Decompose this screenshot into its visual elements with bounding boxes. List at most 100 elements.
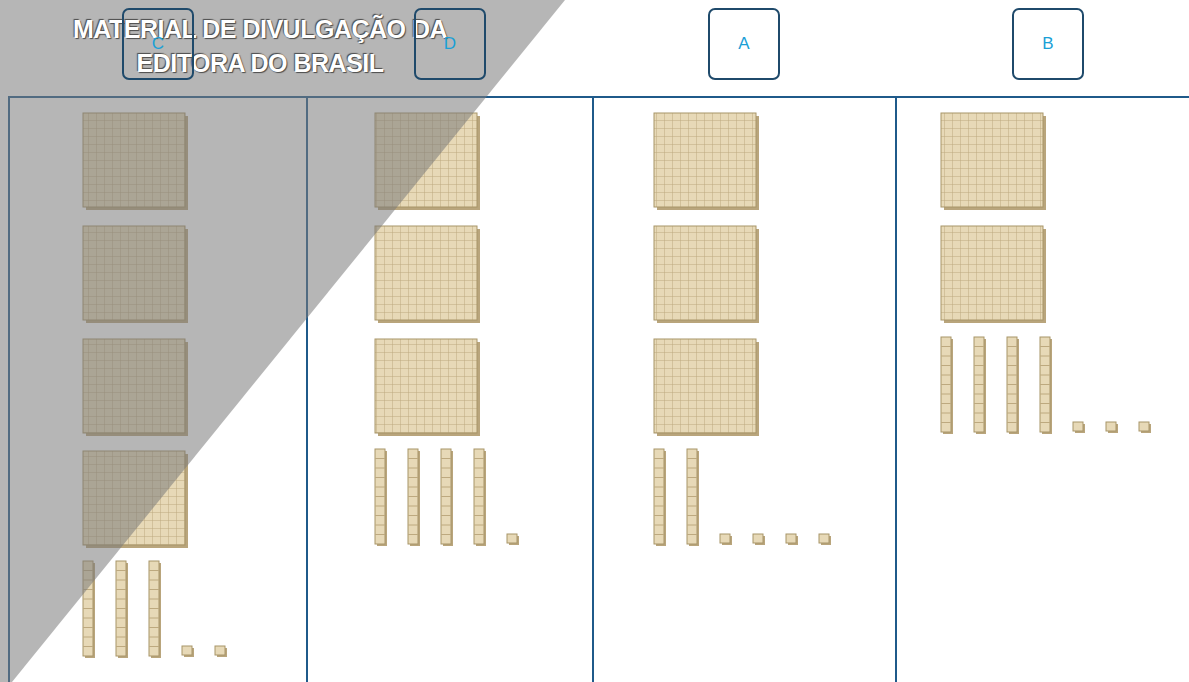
rod-grid: [654, 525, 664, 526]
rod-grid: [654, 468, 664, 469]
rod-grid: [474, 515, 484, 516]
rod-grid: [474, 477, 484, 478]
column-rule: [592, 97, 594, 682]
rod-grid: [654, 487, 664, 488]
rod-grid: [687, 534, 697, 535]
rod-grid: [1040, 403, 1050, 404]
rod-grid: [408, 534, 418, 535]
ten-rod: [408, 449, 420, 546]
rod-grid: [441, 496, 451, 497]
cube-face: [1106, 422, 1116, 431]
rod-grid: [474, 487, 484, 488]
ten-rod: [687, 449, 699, 546]
ten-rod: [375, 449, 387, 546]
column-rule: [895, 97, 897, 682]
rod-grid: [83, 637, 93, 638]
rod-grid: [474, 525, 484, 526]
rod-face: [408, 449, 418, 544]
rod-grid: [654, 458, 664, 459]
unit-cube: [215, 646, 227, 657]
rod-grid: [83, 589, 93, 590]
rod-grid: [149, 646, 159, 647]
rod-grid: [974, 394, 984, 395]
rod-grid: [941, 403, 951, 404]
rod-grid: [149, 627, 159, 628]
rod-grid: [1007, 422, 1017, 423]
hundred-flat: [941, 113, 1046, 210]
rod-grid: [116, 589, 126, 590]
rod-grid: [408, 458, 418, 459]
rod-face: [1040, 337, 1050, 432]
letter-box: D: [414, 8, 486, 80]
rod-grid: [687, 468, 697, 469]
rod-grid: [375, 534, 385, 535]
rod-grid: [474, 534, 484, 535]
flat-face: [654, 226, 756, 320]
rod-face: [83, 561, 93, 656]
unit-cube: [1073, 422, 1085, 433]
rod-grid: [941, 346, 951, 347]
cube-face: [215, 646, 225, 655]
rod-grid: [974, 365, 984, 366]
flat-face: [941, 113, 1043, 207]
rod-grid: [116, 637, 126, 638]
rod-grid: [687, 525, 697, 526]
flat-face: [654, 339, 756, 433]
rod-grid: [83, 608, 93, 609]
rod-grid: [149, 589, 159, 590]
rod-grid: [149, 618, 159, 619]
rod-grid: [654, 515, 664, 516]
rod-grid: [116, 580, 126, 581]
rod-grid: [375, 468, 385, 469]
rod-grid: [1007, 365, 1017, 366]
rod-grid: [441, 506, 451, 507]
unit-cube: [1139, 422, 1151, 433]
rod-grid: [408, 496, 418, 497]
rod-grid: [83, 646, 93, 647]
rod-grid: [375, 525, 385, 526]
rod-face: [474, 449, 484, 544]
rod-grid: [1007, 394, 1017, 395]
rod-face: [116, 561, 126, 656]
rod-face: [375, 449, 385, 544]
hundred-flat: [375, 339, 480, 436]
hundred-flat: [83, 339, 188, 436]
rod-grid: [687, 506, 697, 507]
rod-face: [941, 337, 951, 432]
unit-cube: [507, 534, 519, 545]
letter-box: B: [1012, 8, 1084, 80]
header-rule: [8, 96, 1189, 98]
rod-grid: [408, 468, 418, 469]
hundred-flat: [654, 226, 759, 323]
rod-grid: [941, 365, 951, 366]
rod-grid: [408, 487, 418, 488]
rod-grid: [474, 458, 484, 459]
rod-grid: [1040, 356, 1050, 357]
unit-cube: [786, 534, 798, 545]
rod-grid: [116, 599, 126, 600]
rod-grid: [116, 646, 126, 647]
rod-grid: [1007, 346, 1017, 347]
rod-grid: [1007, 384, 1017, 385]
rod-grid: [441, 477, 451, 478]
rod-grid: [1040, 384, 1050, 385]
rod-grid: [408, 515, 418, 516]
rod-face: [149, 561, 159, 656]
rod-grid: [974, 403, 984, 404]
unit-cube: [720, 534, 732, 545]
column-rule: [8, 97, 10, 682]
rod-grid: [83, 618, 93, 619]
rod-grid: [441, 458, 451, 459]
rod-grid: [654, 534, 664, 535]
rod-grid: [941, 413, 951, 414]
unit-cube: [819, 534, 831, 545]
rod-grid: [116, 618, 126, 619]
ten-rod: [441, 449, 453, 546]
cube-face: [1073, 422, 1083, 431]
ten-rod: [941, 337, 953, 434]
column-letter: B: [1042, 35, 1053, 54]
rod-grid: [408, 477, 418, 478]
rod-grid: [654, 506, 664, 507]
unit-cube: [182, 646, 194, 657]
rod-grid: [83, 599, 93, 600]
